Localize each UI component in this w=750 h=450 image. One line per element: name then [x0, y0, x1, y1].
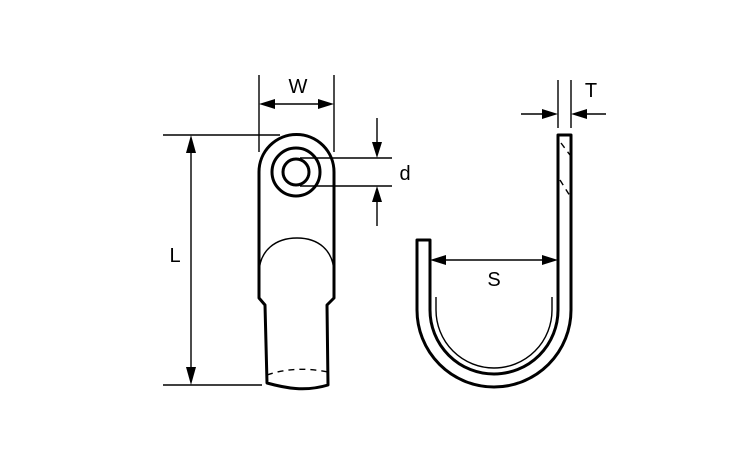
width-dimension: W [258, 75, 335, 152]
side-body [415, 133, 573, 389]
front-view [257, 133, 336, 391]
side-inner-liner [435, 297, 553, 369]
thickness-label: T [585, 80, 597, 102]
front-cut-line [266, 368, 329, 376]
side-view [415, 133, 573, 389]
front-saddle-curve [258, 237, 335, 298]
hole-diameter-dimension: d [300, 118, 411, 226]
span-dimension: S [430, 255, 558, 291]
side-hidden-line-2 [559, 179, 571, 197]
thickness-dimension: T [521, 80, 606, 128]
hole-diameter-label: d [399, 163, 410, 185]
length-label: L [169, 245, 180, 267]
length-dimension: L [163, 134, 280, 386]
width-label: W [289, 76, 308, 98]
side-hidden-line-1 [560, 142, 571, 156]
front-body [257, 133, 336, 391]
mounting-hole-inner [281, 157, 311, 187]
span-label: S [487, 269, 500, 291]
